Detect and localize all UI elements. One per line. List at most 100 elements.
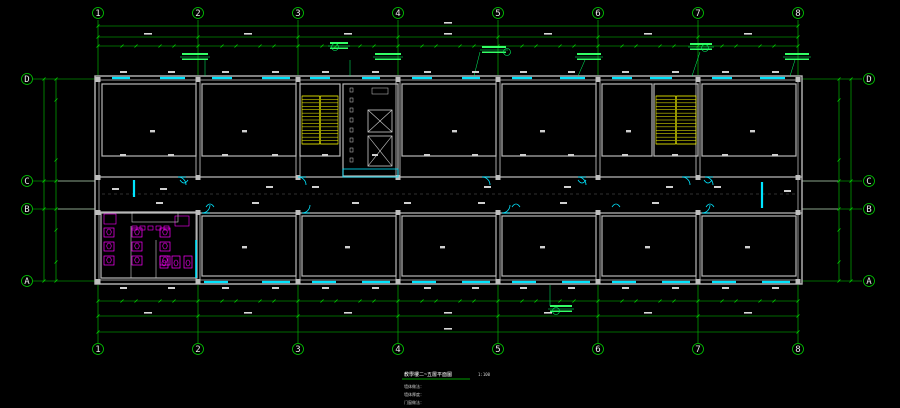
window-tag-mark — [772, 71, 779, 73]
room-name-mark — [452, 130, 457, 133]
window-tag-mark — [168, 287, 175, 289]
window-tag-mark — [622, 287, 629, 289]
dimension-tick — [420, 44, 424, 48]
axis-bubble-circle — [863, 175, 875, 187]
door-south — [201, 204, 211, 214]
partition-wall-south — [495, 212, 501, 281]
stairs — [301, 87, 697, 167]
dimension-tick — [172, 299, 176, 303]
toilet-bowl — [106, 256, 112, 264]
window-tag-mark — [672, 287, 679, 289]
window-tag-mark — [472, 71, 479, 73]
room-outline-south — [201, 215, 297, 277]
window-tag-mark — [622, 154, 628, 156]
outer-wall — [94, 75, 803, 285]
axis-bubble-circle — [863, 203, 875, 215]
leader-line — [789, 59, 796, 77]
dimension-tick — [472, 44, 476, 48]
axis-bubble-top-2: 2 — [192, 7, 204, 19]
axis-bubble-label: 6 — [595, 345, 600, 355]
dimension-tick — [234, 299, 238, 303]
toilet-fixture — [174, 215, 190, 227]
axis-bubble-circle — [92, 343, 104, 355]
dimension-tick — [772, 299, 776, 303]
dimension-tick — [120, 44, 124, 48]
column — [495, 279, 501, 284]
axis-bubble-top-4: 4 — [392, 7, 404, 19]
dimension-value-mark — [344, 312, 352, 314]
window-tag-mark — [520, 154, 526, 156]
axis-bubble-label: B — [866, 205, 871, 215]
dimension-value-mark — [444, 312, 452, 314]
partition-wall-north — [295, 79, 301, 178]
corridor-text-mark — [160, 188, 167, 190]
partition-wall-south — [395, 212, 401, 281]
axis-bubble-label: D — [24, 75, 29, 85]
corridor-text-mark — [266, 186, 273, 188]
double-door — [205, 203, 215, 208]
column — [395, 77, 401, 82]
inner-wall-line — [98, 79, 799, 281]
double-door — [179, 179, 189, 184]
elevator-door — [342, 168, 399, 178]
axis-bubble-right-D: D — [863, 73, 875, 85]
toilet-stall — [159, 227, 171, 238]
toilet-stall — [103, 227, 115, 238]
dimension-tick — [734, 44, 738, 48]
window-tag-mark — [222, 287, 229, 289]
column — [695, 210, 701, 215]
window-tag-mark — [372, 287, 379, 289]
axis-bubble-right-A: A — [863, 275, 875, 287]
note-1: 墙体做法： — [404, 383, 424, 389]
dimension-tick — [720, 44, 724, 48]
corridor-text-mark — [352, 202, 359, 204]
dimension-lines — [42, 22, 853, 334]
dimension-tick — [134, 44, 138, 48]
room-name-mark — [540, 246, 545, 249]
annotation-tags — [112, 42, 811, 315]
column — [395, 210, 401, 215]
room-outline-north — [601, 83, 653, 157]
window-tag-mark — [424, 154, 430, 156]
column — [695, 77, 701, 82]
door-south — [301, 204, 311, 214]
sink — [131, 225, 138, 231]
axis-bubble-label: B — [24, 205, 29, 215]
axis-bubble-circle — [863, 73, 875, 85]
axis-bubble-circle — [392, 343, 404, 355]
window-tag-mark — [322, 71, 329, 73]
room-outline-north — [701, 83, 797, 157]
room-outline-south — [701, 215, 797, 277]
sink — [139, 225, 146, 231]
axis-bubble-label: 4 — [395, 9, 400, 19]
axis-bubble-label: 7 — [695, 345, 700, 355]
tag-text-mark — [482, 51, 506, 53]
window-tag-mark — [272, 71, 279, 73]
toilet-stall — [131, 241, 143, 252]
room-outline-south — [401, 215, 497, 277]
dimension-value-mark — [144, 312, 152, 314]
axis-bubble-circle — [492, 7, 504, 19]
dimension-tick — [837, 228, 841, 232]
column — [195, 210, 201, 215]
dimension-tick — [558, 299, 562, 303]
double-door — [611, 203, 621, 208]
window-tag-mark — [520, 287, 527, 289]
corridor-text-mark — [478, 202, 485, 204]
leader-line — [577, 59, 586, 77]
axis-bubble-label: 6 — [595, 9, 600, 19]
column — [795, 77, 801, 82]
window-tag-mark — [168, 154, 174, 156]
title-block: 教學樓二~五層平面圖 1:100 墙体做法： 墙体厚度： 门窗做法： — [402, 371, 491, 405]
room-outline-north — [101, 83, 197, 157]
column — [795, 279, 801, 284]
shaft-mark — [349, 157, 354, 163]
window-tag-mark — [472, 287, 479, 289]
axis-bubble-circle — [21, 203, 33, 215]
dimension-tick — [158, 44, 162, 48]
room-outline-south — [301, 215, 397, 277]
dimension-tick — [758, 44, 762, 48]
column — [95, 210, 101, 215]
tag-text-mark — [690, 48, 712, 50]
